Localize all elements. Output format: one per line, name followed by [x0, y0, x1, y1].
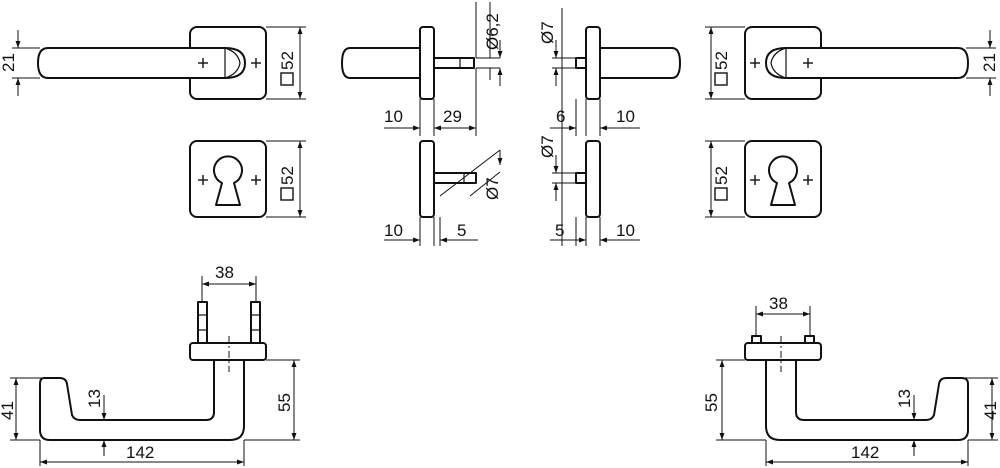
dim-rose-square-left: 52: [278, 51, 297, 70]
dim-escutcheon-square-right: 52: [712, 166, 731, 185]
dim-rose-square-right: 52: [712, 51, 731, 70]
profile-view-right: 38 55 41 13 142: [702, 294, 1000, 466]
lever-profile-right: [765, 359, 969, 441]
dim-escutcheon-depth-b: 5: [555, 221, 564, 240]
keyhole-left: [213, 155, 243, 206]
front-view-lever-right: 52 21: [705, 26, 999, 100]
dim-lever-height-left: 21: [0, 53, 18, 72]
dim-spindle-offset: 29: [443, 107, 462, 126]
dim-escutcheon-depth-a: 5: [457, 221, 466, 240]
side-view-escutcheon-right: Ø7 5 10: [538, 135, 640, 246]
side-view-spindle-right: Ø7 6 10: [538, 8, 681, 136]
front-view-lever-left: 52 21: [0, 26, 306, 100]
profile-view-left: 38 55 41 13 142: [0, 263, 300, 466]
dim-pin-spacing-right: 38: [769, 294, 788, 313]
dim-lever-height-total-right: 55: [702, 393, 721, 412]
square-symbol-icon: [280, 72, 294, 86]
dim-lever-drop-right: 41: [981, 401, 1000, 420]
dim-lever-length-right: 142: [851, 443, 879, 462]
dim-pin-spacing-left: 38: [215, 263, 234, 282]
escutcheon-right: 52: [705, 140, 822, 218]
dim-lever-length-left: 142: [126, 443, 154, 462]
screw-mark-icon: [198, 58, 261, 68]
dim-lever-drop-left: 41: [0, 401, 17, 420]
lever-bar-right: [765, 47, 969, 79]
dim-screw-diameter-top: Ø7: [538, 21, 557, 44]
keyhole-right: [768, 155, 798, 206]
dim-lever-thickness-right: 13: [895, 389, 914, 408]
dim-screw-diameter-bottom-right: Ø7: [538, 135, 557, 158]
dim-lever-height-total-left: 55: [275, 393, 294, 412]
rose-base-right: [744, 342, 822, 361]
dim-rose-thickness-d: 10: [616, 221, 635, 240]
dim-rose-thickness-a: 10: [384, 107, 403, 126]
lever-profile-left: [39, 359, 245, 441]
side-view-escutcheon-left: Ø7 10 5: [384, 140, 503, 246]
side-view-spindle-left: Ø6,2 10 29: [341, 2, 503, 136]
dim-rose-thickness-c: 10: [384, 221, 403, 240]
rose-base-left: [189, 342, 267, 361]
dim-spindle-diameter: Ø6,2: [483, 13, 502, 50]
escutcheon-left: 52: [189, 140, 306, 218]
dim-rose-thickness-b: 10: [616, 107, 635, 126]
rose-plate-side-b: [585, 26, 601, 100]
dim-screw-offset-a: 6: [556, 107, 565, 126]
dim-screw-diameter-bottom-left: Ø7: [483, 177, 502, 200]
dim-lever-height-right: 21: [980, 53, 999, 72]
dim-escutcheon-square-left: 52: [278, 166, 297, 185]
lever-bar-left: [37, 47, 246, 79]
dim-lever-thickness-left: 13: [85, 389, 104, 408]
rose-plate-side-a: [419, 26, 435, 100]
